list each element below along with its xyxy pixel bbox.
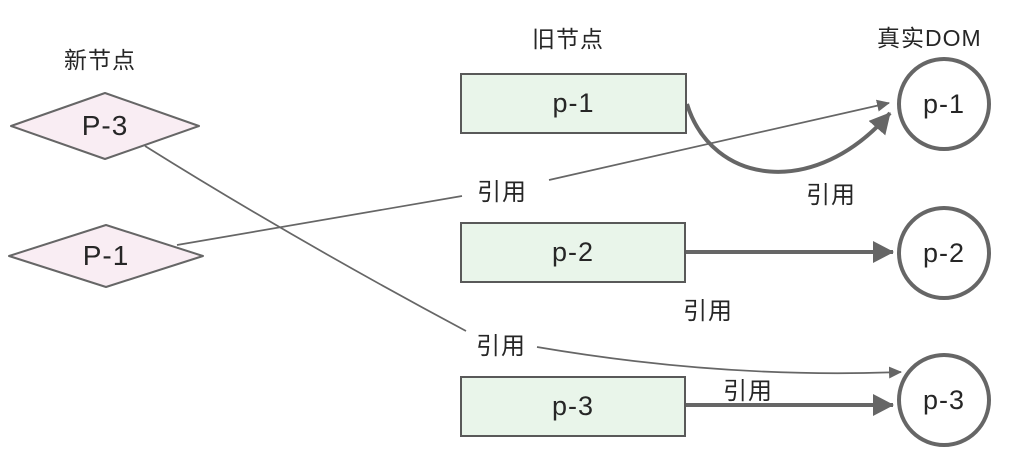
rect-node-p-2: p-2 [460, 222, 686, 283]
edge-p1-new-to-label [176, 195, 463, 246]
rect-node-p-1: p-1 [460, 73, 687, 134]
circle-node-p-1: p-1 [897, 57, 991, 151]
rect-node-p-3: p-3 [460, 376, 686, 437]
edge-p3-new-to-label [144, 145, 467, 332]
edge-label-to-p3-dom [536, 346, 902, 379]
edge-label-ref-p3-old: 引用 [723, 378, 773, 405]
node-label: P-3 [81, 110, 129, 141]
diamond-node-P-3: P-3 [9, 91, 201, 161]
edge-label-ref-p3-new: 引用 [476, 333, 526, 360]
node-label: P-1 [82, 240, 130, 271]
circle-node-p-3: p-3 [897, 353, 991, 447]
diamond-shape [10, 92, 200, 160]
edge-label-ref-p1-old: 引用 [806, 182, 856, 209]
diamond-shape [8, 224, 204, 288]
edge-label-ref-p2-old: 引用 [683, 298, 733, 325]
edge-p1-old-to-p1-dom [685, 103, 892, 174]
column-title-new-nodes: 新节点 [64, 47, 136, 73]
diamond-node-P-1: P-1 [7, 223, 205, 289]
circle-node-p-2: p-2 [897, 206, 991, 300]
edge-label-ref-p1-new: 引用 [477, 179, 527, 206]
edge-label-to-p1-dom [548, 99, 890, 181]
column-title-old-nodes: 旧节点 [532, 26, 604, 52]
column-title-real-dom: 真实DOM [877, 25, 982, 51]
